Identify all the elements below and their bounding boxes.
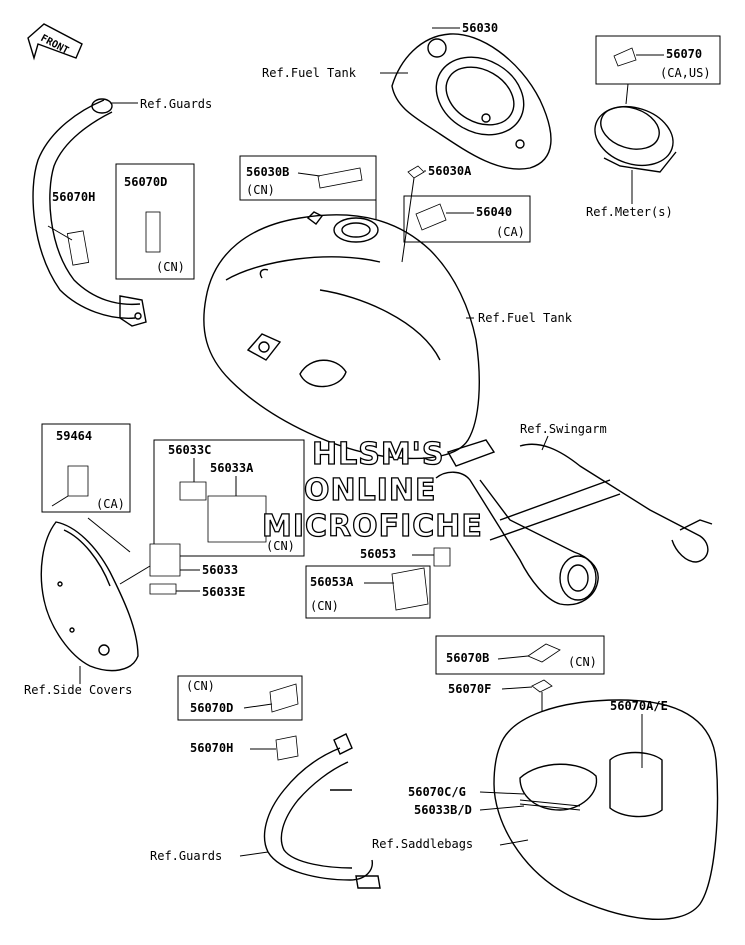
decal-56053 bbox=[433, 547, 451, 567]
part-56033: 56033 bbox=[202, 563, 238, 577]
ref-saddlebags-label: Ref.Saddlebags bbox=[372, 837, 473, 851]
part-56070D-bottom: 56070D bbox=[190, 701, 233, 715]
box-56040 bbox=[403, 195, 531, 243]
ref-fuel-tank-top-label: Ref.Fuel Tank bbox=[262, 66, 357, 80]
part-56070CG: 56070C/G bbox=[408, 785, 466, 799]
part-56070AE: 56070A/E bbox=[610, 699, 668, 713]
note-56030B: (CN) bbox=[246, 183, 275, 197]
part-56033C: 56033C bbox=[168, 443, 211, 457]
part-56070: 56070 bbox=[666, 47, 702, 61]
ref-fuel-tank-mid-label: Ref.Fuel Tank bbox=[478, 311, 573, 325]
note-56070B: (CN) bbox=[568, 655, 597, 669]
box-56033 bbox=[153, 439, 305, 557]
part-56030: 56030 bbox=[462, 21, 498, 35]
watermark-line-2: ONLINE bbox=[304, 473, 437, 508]
part-56053A: 56053A bbox=[310, 575, 354, 589]
box-56030B bbox=[239, 155, 377, 201]
ref-guards-bottom-label: Ref.Guards bbox=[150, 849, 222, 863]
fuel-tank-sketch bbox=[203, 211, 480, 460]
part-56070H-bottom: 56070H bbox=[190, 741, 233, 755]
side-cover-sketch bbox=[40, 521, 139, 672]
part-59464: 59464 bbox=[56, 429, 92, 443]
part-56070B: 56070B bbox=[446, 651, 489, 665]
note-56040: (CA) bbox=[496, 225, 525, 239]
note-56053A: (CN) bbox=[310, 599, 339, 613]
box-56070B bbox=[435, 635, 605, 675]
watermark-line-1: HLSM'S bbox=[312, 437, 444, 472]
part-56033A: 56033A bbox=[210, 461, 254, 475]
swingarm-sketch bbox=[435, 439, 713, 606]
part-56053: 56053 bbox=[360, 547, 396, 561]
watermark-line-3: MICROFICHE bbox=[262, 509, 483, 544]
part-56033E: 56033E bbox=[202, 585, 245, 599]
note-59464: (CA) bbox=[96, 497, 125, 511]
note-56070: (CA,US) bbox=[660, 66, 711, 80]
part-56070D-top: 56070D bbox=[124, 175, 167, 189]
box-59464 bbox=[41, 423, 131, 513]
part-56070H-top: 56070H bbox=[52, 190, 95, 204]
fuel-tank-cover-sketch bbox=[391, 27, 552, 170]
part-56030A: 56030A bbox=[428, 164, 472, 178]
box-56053A bbox=[305, 565, 431, 619]
ref-meters-label: Ref.Meter(s) bbox=[586, 205, 673, 219]
meter-sketch bbox=[594, 105, 677, 173]
box-56070D-top bbox=[115, 163, 195, 280]
guard-top-sketch bbox=[32, 98, 147, 327]
front-arrow-icon: FRONT bbox=[27, 23, 83, 61]
part-56040: 56040 bbox=[476, 205, 512, 219]
ref-swingarm-label: Ref.Swingarm bbox=[520, 422, 607, 436]
saddlebag-sketch bbox=[493, 699, 719, 920]
decal-56033 bbox=[149, 543, 181, 577]
front-label: FRONT bbox=[39, 33, 71, 57]
part-56033BD: 56033B/D bbox=[414, 803, 472, 817]
note-56033A: (CN) bbox=[266, 539, 295, 553]
note-56070D-bottom: (CN) bbox=[186, 679, 215, 693]
ref-guards-top-label: Ref.Guards bbox=[140, 97, 212, 111]
part-56070F: 56070F bbox=[448, 682, 491, 696]
note-56070D-top: (CN) bbox=[156, 260, 185, 274]
part-56030B: 56030B bbox=[246, 165, 289, 179]
box-56070D-bottom bbox=[177, 675, 303, 721]
box-56070 bbox=[595, 35, 721, 85]
ref-side-covers-label: Ref.Side Covers bbox=[24, 683, 132, 697]
